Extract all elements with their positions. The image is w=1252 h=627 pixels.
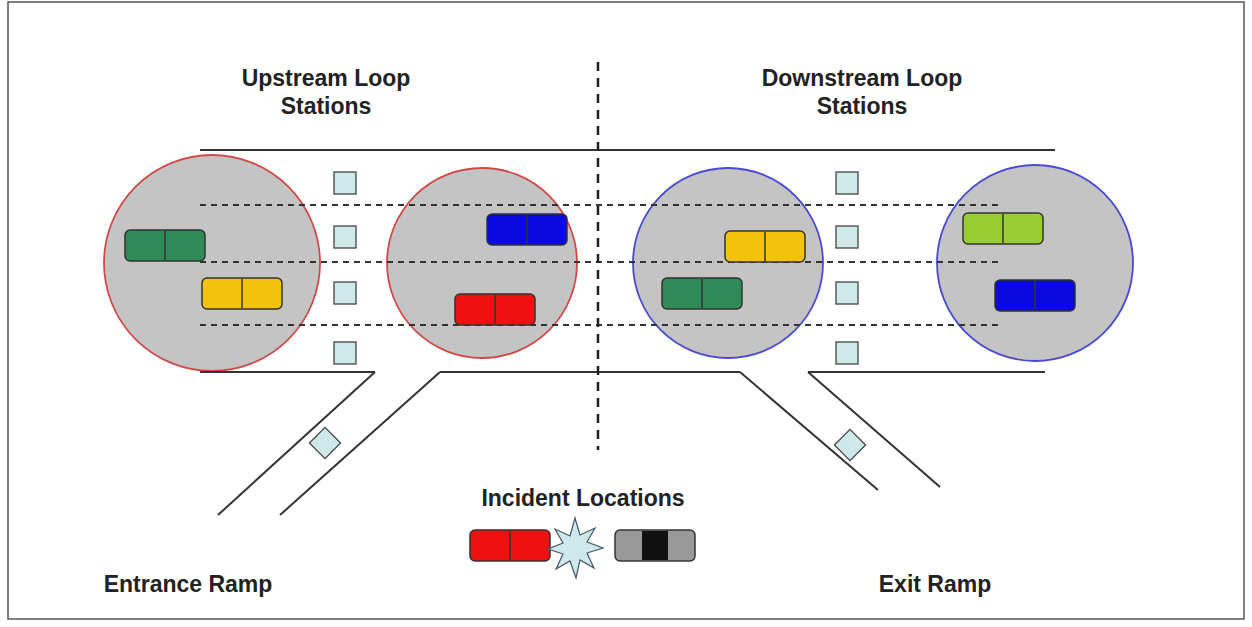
road-edges xyxy=(200,150,1055,515)
region-label: Incident Locations xyxy=(453,484,713,512)
region-label: Upstream Loop Stations xyxy=(201,64,451,120)
loop-station-circles xyxy=(104,155,1133,371)
vehicles xyxy=(125,213,1075,561)
lane-lines xyxy=(200,205,1000,325)
region-label: Exit Ramp xyxy=(835,570,1035,598)
divider-line xyxy=(597,62,600,450)
region-label: Downstream Loop Stations xyxy=(732,64,992,120)
frame xyxy=(8,2,1244,619)
loop-detectors xyxy=(309,172,865,461)
crash-star xyxy=(548,518,603,578)
region-label: Entrance Ramp xyxy=(68,570,308,598)
